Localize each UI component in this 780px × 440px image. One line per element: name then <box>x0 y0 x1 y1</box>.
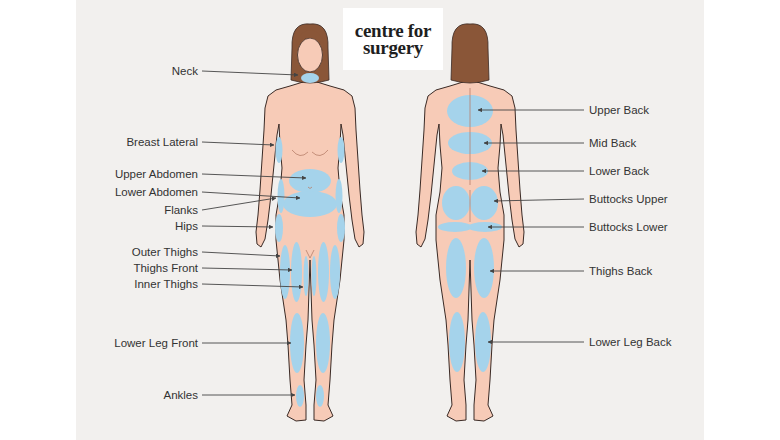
area-label: Hips <box>175 219 198 233</box>
area-label: Flanks <box>164 203 198 217</box>
area-label: Ankles <box>163 388 198 402</box>
area-label: Thighs Front <box>133 261 198 275</box>
area-label: Buttocks Lower <box>589 220 668 234</box>
body-outline <box>256 68 364 421</box>
body-details <box>292 88 470 258</box>
area-label: Buttocks Upper <box>589 192 668 206</box>
leader-lines <box>202 71 584 395</box>
area-label: Lower Leg Back <box>589 335 671 349</box>
fringe <box>296 30 324 46</box>
area-label: Thighs Back <box>589 264 652 278</box>
treatment-areas <box>275 73 502 407</box>
area-label: Breast Lateral <box>126 135 198 149</box>
area-label: Upper Back <box>589 103 649 117</box>
area-label: Outer Thighs <box>132 245 198 259</box>
area-label: Neck <box>172 64 198 78</box>
area-label: Upper Abdomen <box>115 167 198 181</box>
hair <box>291 24 329 83</box>
hair <box>451 24 489 83</box>
background-panel <box>76 0 704 440</box>
area-label: Mid Back <box>589 136 636 150</box>
body-outline <box>416 68 524 421</box>
area-label: Inner Thighs <box>134 277 198 291</box>
face <box>298 38 323 72</box>
logo-text: centre for surgery <box>347 22 439 56</box>
area-label: Lower Back <box>589 164 649 178</box>
area-label: Lower Abdomen <box>115 185 198 199</box>
logo-box: centre for surgery <box>343 8 443 70</box>
area-label: Lower Leg Front <box>114 336 198 350</box>
